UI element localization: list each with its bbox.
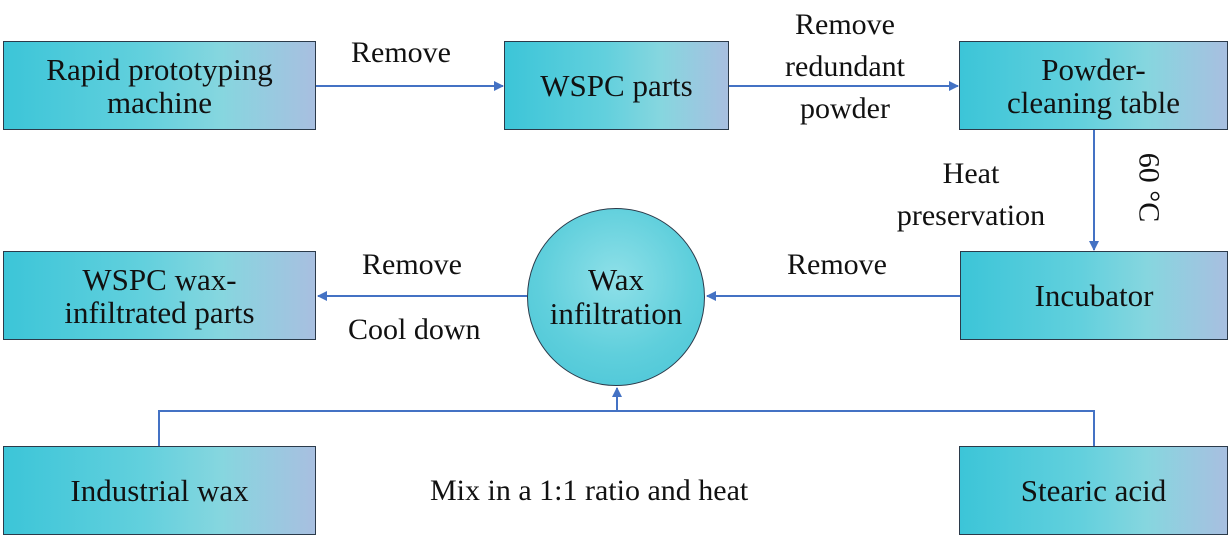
node-industrial-wax: Industrial wax (3, 446, 316, 535)
node-stearic-acid: Stearic acid (959, 446, 1228, 535)
line-industrial-wax-feed (158, 410, 1095, 446)
node-wspc-parts: WSPC parts (504, 41, 729, 130)
node-rapid-prototyping-machine: Rapid prototyping machine (3, 41, 316, 130)
label-table-to-incubator-temp: 60 °C (1132, 152, 1166, 223)
label-wax-to-output-top: Remove (362, 248, 462, 281)
label-table-to-incubator: Heat preservation (896, 157, 1046, 232)
label-machine-to-parts: Remove (351, 36, 451, 69)
node-incubator: Incubator (960, 251, 1228, 340)
label-parts-to-table: Remove redundant powder (785, 8, 905, 125)
label-incubator-to-wax: Remove (787, 248, 887, 281)
label-wax-to-output-bottom: Cool down (348, 313, 481, 346)
label-mix: Mix in a 1:1 ratio and heat (430, 474, 749, 507)
node-wax-infiltration: Wax infiltration (527, 208, 705, 386)
node-powder-cleaning-table: Powder- cleaning table (959, 41, 1228, 130)
node-wspc-wax-infiltrated-parts: WSPC wax- infiltrated parts (3, 251, 316, 340)
